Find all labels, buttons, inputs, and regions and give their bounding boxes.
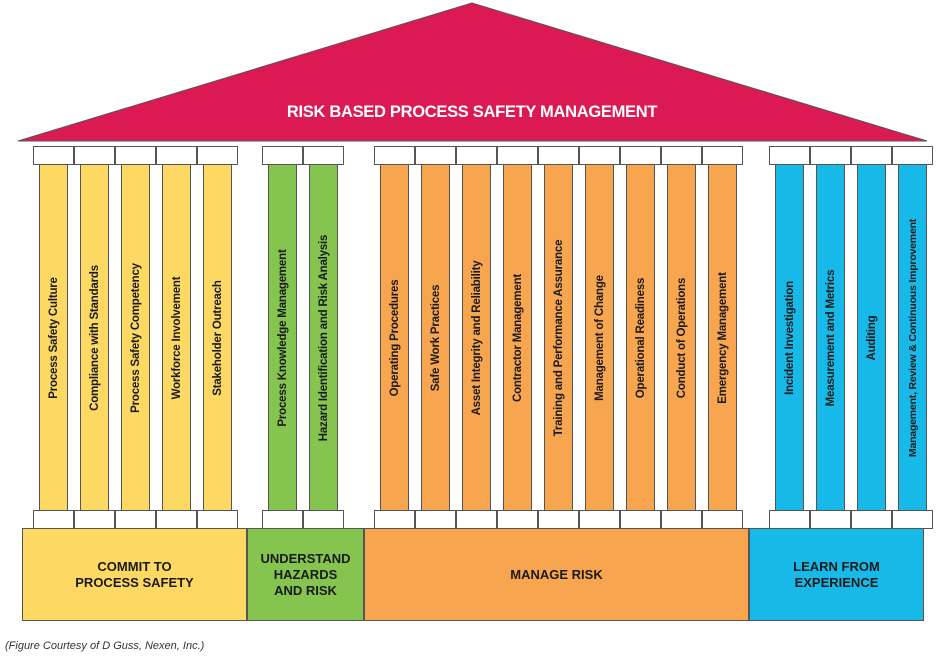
pillar-label: Asset Integrity and Reliability xyxy=(470,260,483,415)
roof-title: RISK BASED PROCESS SAFETY MANAGEMENT xyxy=(287,103,657,121)
pillar-cap-bottom xyxy=(892,510,933,529)
pillar-cap-top xyxy=(115,146,156,165)
pillar-label: Operating Procedures xyxy=(388,279,401,396)
pillar: Measurement and Metrics xyxy=(816,164,845,511)
pillar-cap-top xyxy=(661,146,702,165)
base-label: UNDERSTAND HAZARDS AND RISK xyxy=(260,550,351,598)
pillar-cap-top xyxy=(456,146,497,165)
pillar-cap-bottom xyxy=(456,510,497,529)
pillar-cap-bottom xyxy=(74,510,115,529)
pillar-cap-top xyxy=(538,146,579,165)
figure-caption: (Figure Courtesy of D Guss, Nexen, Inc.) xyxy=(5,640,205,652)
pillar: Process Safety Culture xyxy=(39,164,68,511)
pillar-label: Compliance with Standards xyxy=(88,264,101,411)
pillar-cap-bottom xyxy=(769,510,810,529)
pillar-cap-top xyxy=(810,146,851,165)
base-label: MANAGE RISK xyxy=(510,566,603,582)
pillar-label: Process Safety Culture xyxy=(47,276,60,399)
pillar-cap-bottom xyxy=(810,510,851,529)
pillar-cap-bottom xyxy=(538,510,579,529)
pillar: Conduct of Operations xyxy=(667,164,696,511)
pillar: Process Knowledge Management xyxy=(268,164,297,511)
pillar-cap-top xyxy=(156,146,197,165)
pillar-cap-bottom xyxy=(33,510,74,529)
pillar-cap-top xyxy=(262,146,303,165)
pillar: Compliance with Standards xyxy=(80,164,109,511)
pillar: Asset Integrity and Reliability xyxy=(462,164,491,511)
base-block-understand: UNDERSTAND HAZARDS AND RISK xyxy=(247,528,364,621)
pillar-cap-top xyxy=(33,146,74,165)
base-block-manage: MANAGE RISK xyxy=(364,528,749,621)
pillar-label: Workforce Involvement xyxy=(170,276,183,399)
pillar: Auditing xyxy=(857,164,886,511)
pillar-cap-top xyxy=(197,146,238,165)
pillar-cap-top xyxy=(579,146,620,165)
pillar: Training and Performance Assurance xyxy=(544,164,573,511)
pillar: Contractor Management xyxy=(503,164,532,511)
pillar-cap-bottom xyxy=(303,510,344,529)
pillar: Emergency Management xyxy=(708,164,737,511)
pillar-label: Hazard Identification and Risk Analysis xyxy=(317,234,330,441)
pillar-cap-top xyxy=(497,146,538,165)
pillar-label: Stakeholder Outreach xyxy=(211,279,224,396)
pillar-cap-bottom xyxy=(661,510,702,529)
pillar-label: Process Knowledge Management xyxy=(276,248,289,427)
pillar-cap-top xyxy=(415,146,456,165)
pillar-cap-top xyxy=(769,146,810,165)
pillar-cap-bottom xyxy=(497,510,538,529)
pillar-label: Management, Review & Continuous Improvem… xyxy=(906,218,919,457)
pillar: Safe Work Practices xyxy=(421,164,450,511)
pillar-label: Contractor Management xyxy=(511,273,524,402)
pillar-cap-top xyxy=(374,146,415,165)
pillar: Management, Review & Continuous Improvem… xyxy=(898,164,927,511)
pillar-cap-top xyxy=(620,146,661,165)
pillar-cap-top xyxy=(892,146,933,165)
base-label: LEARN FROM EXPERIENCE xyxy=(793,558,880,590)
pillar: Incident Investigation xyxy=(775,164,804,511)
pillar: Workforce Involvement xyxy=(162,164,191,511)
base-block-learn: LEARN FROM EXPERIENCE xyxy=(749,528,924,621)
pillar-cap-bottom xyxy=(115,510,156,529)
pillar-label: Management of Change xyxy=(593,274,606,401)
pillar-cap-bottom xyxy=(374,510,415,529)
pillar-label: Auditing xyxy=(865,314,878,361)
pillar-cap-bottom xyxy=(851,510,892,529)
pillar-label: Safe Work Practices xyxy=(429,284,442,391)
base-block-commit: COMMIT TO PROCESS SAFETY xyxy=(22,528,247,621)
pillar-cap-bottom xyxy=(702,510,743,529)
pillar-cap-bottom xyxy=(197,510,238,529)
pillar: Operating Procedures xyxy=(380,164,409,511)
pillar-cap-top xyxy=(851,146,892,165)
pillar: Management of Change xyxy=(585,164,614,511)
pillar-cap-top xyxy=(303,146,344,165)
pillar-label: Measurement and Metrics xyxy=(824,269,837,406)
pillar-label: Conduct of Operations xyxy=(675,277,688,398)
pillar-label: Emergency Management xyxy=(716,271,729,404)
pillar-label: Operational Readiness xyxy=(634,277,647,398)
pillar: Hazard Identification and Risk Analysis xyxy=(309,164,338,511)
pillar-cap-bottom xyxy=(156,510,197,529)
pillar-cap-bottom xyxy=(262,510,303,529)
pillar-cap-top xyxy=(74,146,115,165)
pillar-label: Incident Investigation xyxy=(783,280,796,395)
base-label: COMMIT TO PROCESS SAFETY xyxy=(75,558,194,590)
pillar-cap-bottom xyxy=(620,510,661,529)
roof-pediment xyxy=(17,2,928,142)
pillar-label: Training and Performance Assurance xyxy=(552,239,565,436)
pillar: Process Safety Competency xyxy=(121,164,150,511)
pillar: Operational Readiness xyxy=(626,164,655,511)
pillar-cap-bottom xyxy=(415,510,456,529)
pillar: Stakeholder Outreach xyxy=(203,164,232,511)
pillar-cap-bottom xyxy=(579,510,620,529)
pillar-label: Process Safety Competency xyxy=(129,262,142,413)
pillar-cap-top xyxy=(702,146,743,165)
